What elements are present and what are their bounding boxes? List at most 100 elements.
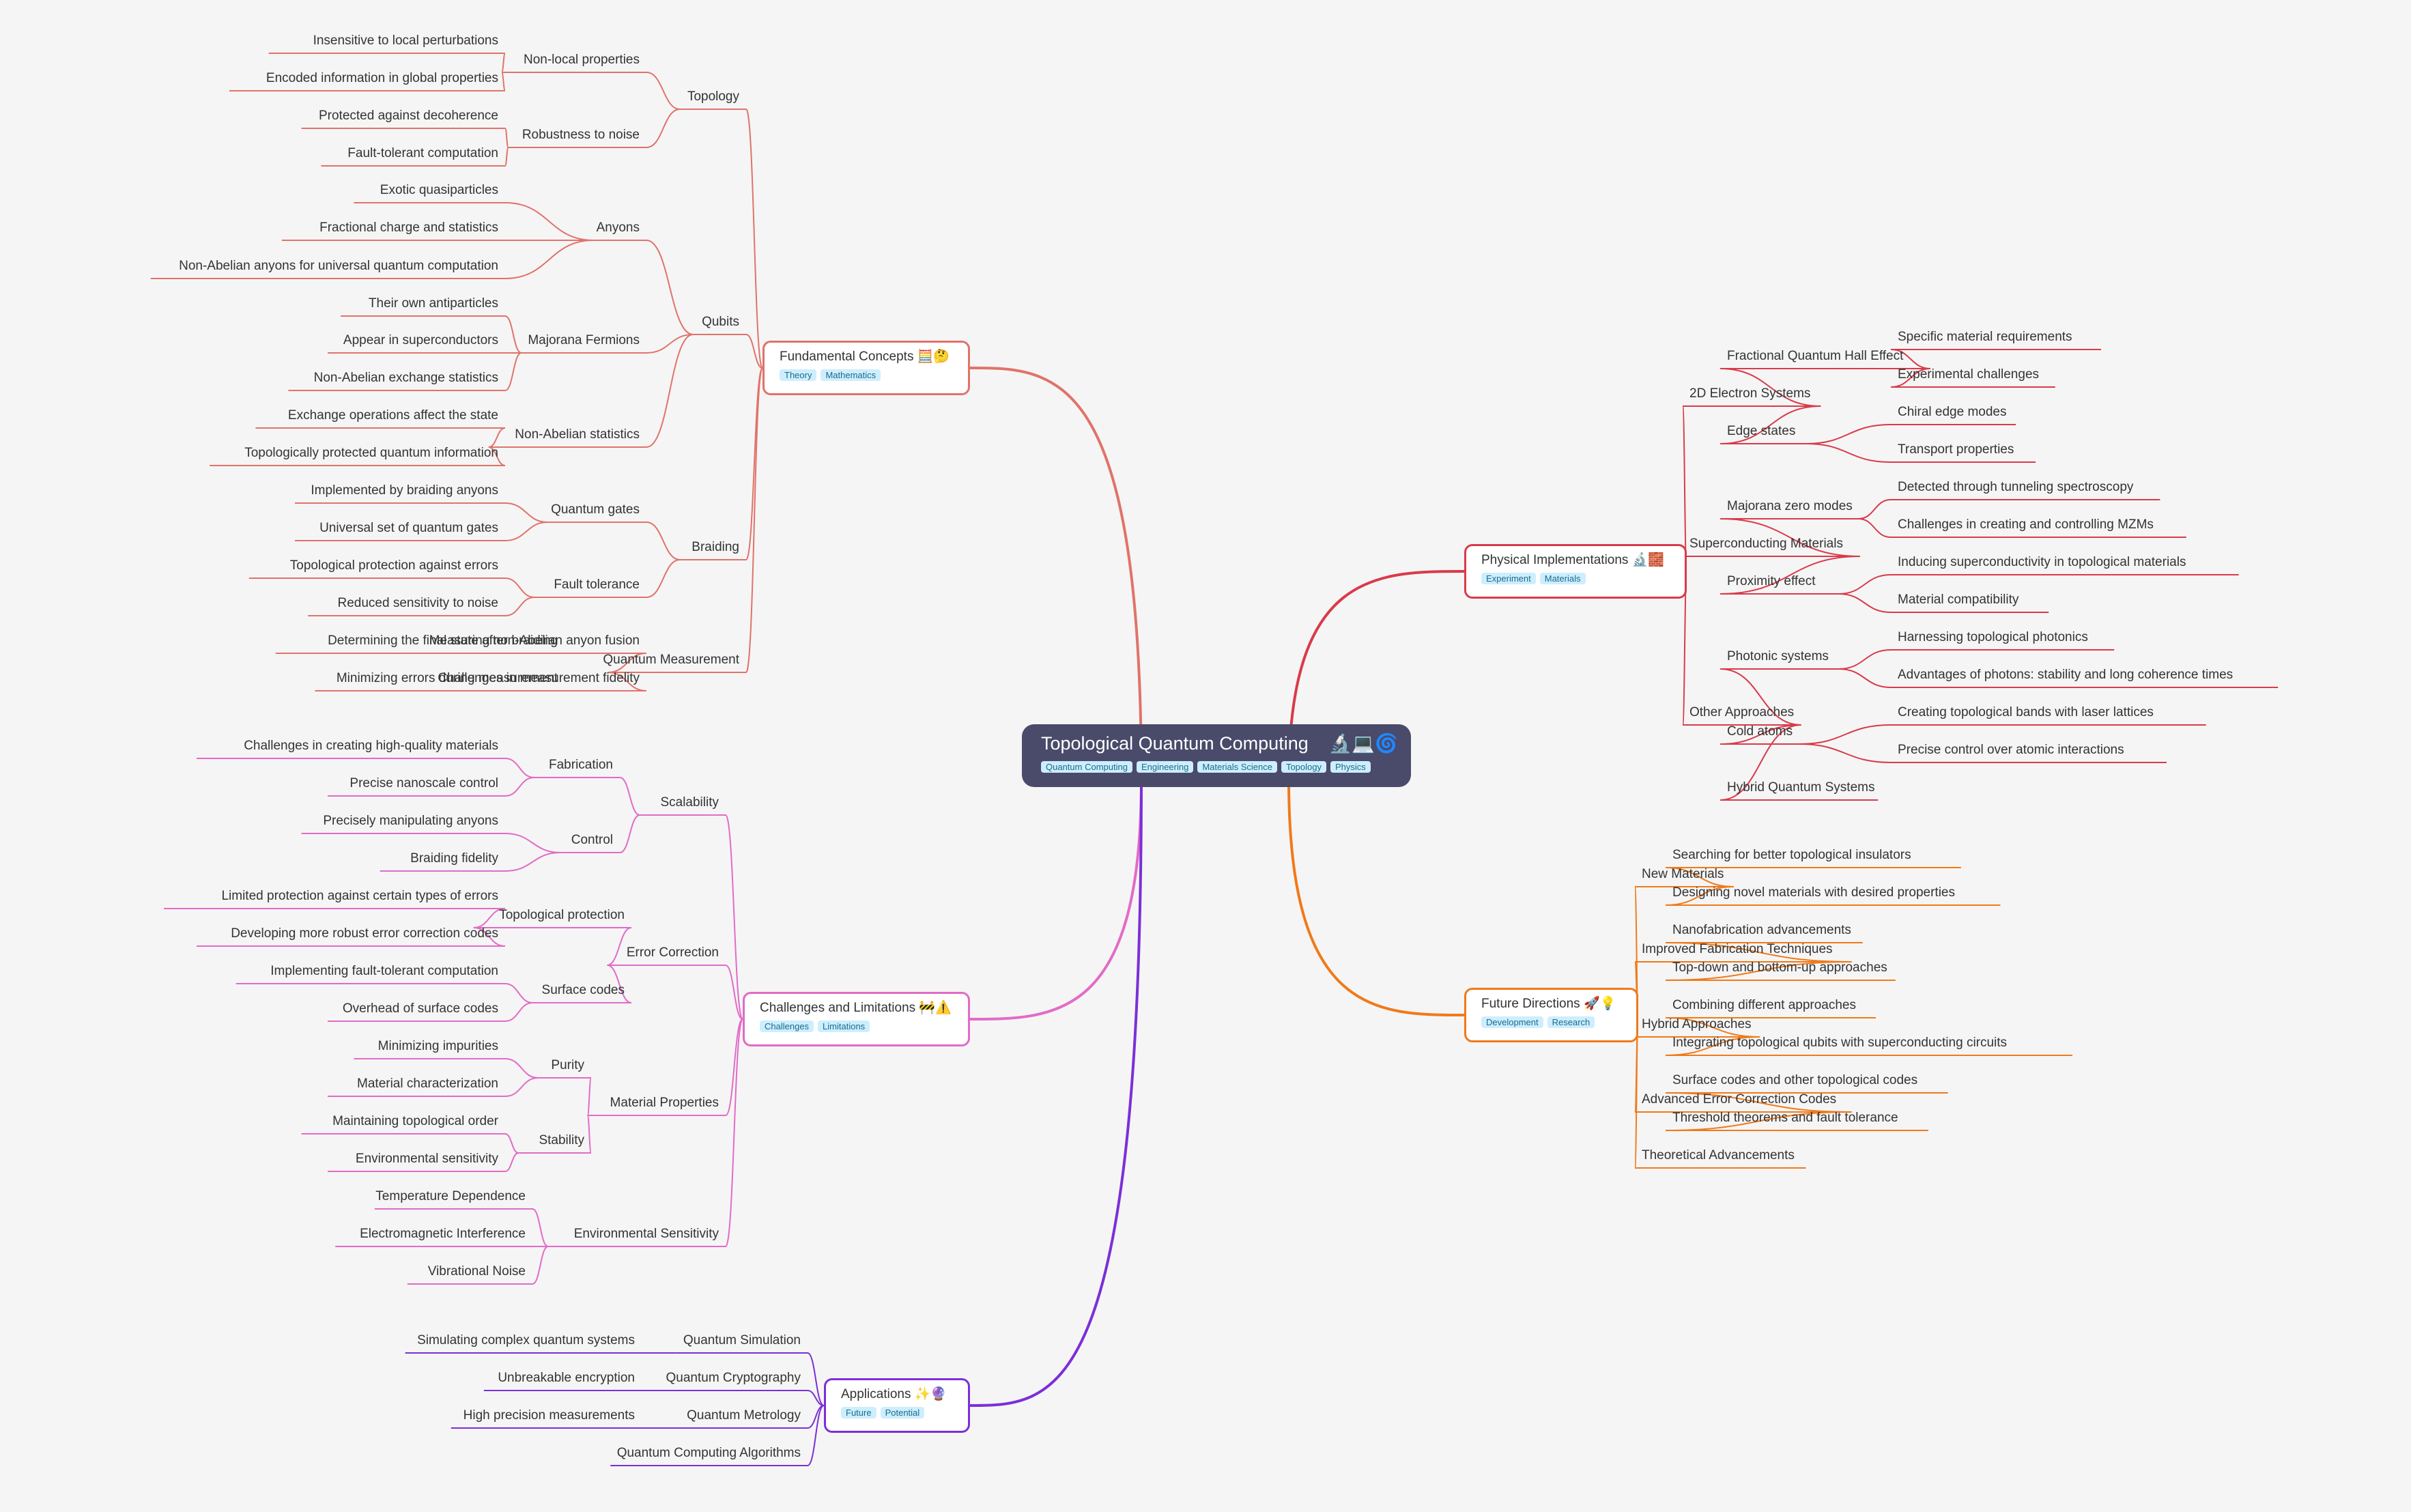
mindmap-node[interactable]: Simulating complex quantum systems [417,1333,635,1347]
mindmap-node[interactable]: Nanofabrication advancements [1672,923,1851,937]
mindmap-node[interactable]: Stability [539,1133,584,1147]
mindmap-node[interactable]: Hybrid Approaches [1642,1017,1752,1031]
mindmap-node[interactable]: Challenges in creating high-quality mate… [244,739,498,753]
mindmap-node[interactable]: Photonic systems [1727,649,1829,664]
mindmap-node[interactable]: Their own antiparticles [368,296,498,311]
root-node[interactable]: Topological Quantum Computing 🔬💻🌀 Quantu… [1022,724,1411,787]
mindmap-node[interactable]: Experimental challenges [1898,367,2040,382]
mindmap-node[interactable]: Non-Abelian exchange statistics [313,371,498,385]
mindmap-node[interactable]: Topologically protected quantum informat… [244,446,498,460]
mindmap-node[interactable]: New Materials [1642,867,1724,881]
mindmap-node[interactable]: High precision measurements [463,1408,635,1423]
mindmap-node[interactable]: Robustness to noise [522,128,640,142]
mindmap-node[interactable]: Combining different approaches [1672,998,1856,1012]
mindmap-node[interactable]: Implementing fault-tolerant computation [270,964,498,978]
mindmap-node[interactable]: Advanced Error Correction Codes [1642,1092,1837,1107]
mindmap-node[interactable]: Quantum Cryptography [666,1371,801,1385]
mindmap-node[interactable]: Fractional charge and statistics [319,220,498,235]
branch-challenges[interactable]: Challenges and Limitations 🚧⚠️Challenges… [743,992,970,1046]
mindmap-node[interactable]: Proximity effect [1727,574,1816,588]
mindmap-node[interactable]: Challenges in measurement fidelity [438,671,640,685]
mindmap-node[interactable]: Limited protection against certain types… [221,889,498,903]
mindmap-node[interactable]: Creating topological bands with laser la… [1898,705,2154,719]
mindmap-node[interactable]: Minimizing impurities [377,1039,498,1053]
mindmap-node[interactable]: Quantum Computing Algorithms [616,1446,801,1460]
mindmap-node[interactable]: Non-local properties [523,53,640,67]
mindmap-node[interactable]: Harnessing topological photonics [1898,630,2088,644]
mindmap-node[interactable]: Anyons [596,220,640,235]
mindmap-node[interactable]: Implemented by braiding anyons [311,483,498,498]
mindmap-node[interactable]: Non-Abelian anyons for universal quantum… [179,259,498,273]
mindmap-node[interactable]: Majorana Fermions [528,333,640,347]
mindmap-node[interactable]: Non-Abelian statistics [515,427,640,442]
mindmap-node[interactable]: Integrating topological qubits with supe… [1672,1036,2008,1050]
mindmap-node[interactable]: Chiral edge modes [1898,405,2007,419]
mindmap-node[interactable]: Surface codes [541,983,625,997]
mindmap-node[interactable]: Surface codes and other topological code… [1672,1073,1918,1087]
mindmap-node[interactable]: Developing more robust error correction … [231,926,498,941]
mindmap-node[interactable]: Top-down and bottom-up approaches [1672,960,1887,975]
mindmap-node[interactable]: Advantages of photons: stability and lon… [1898,668,2234,682]
mindmap-node[interactable]: Quantum Simulation [683,1333,801,1347]
mindmap-node[interactable]: Vibrational Noise [427,1264,526,1279]
mindmap-node[interactable]: Quantum Measurement [603,653,739,667]
mindmap-node[interactable]: Precise control over atomic interactions [1898,743,2124,757]
mindmap-node[interactable]: Encoded information in global properties [266,71,498,85]
mindmap-node[interactable]: Material Properties [610,1096,719,1110]
mindmap-node[interactable]: Fractional Quantum Hall Effect [1727,349,1904,363]
mindmap-node[interactable]: Appear in superconductors [343,333,498,347]
mindmap-node[interactable]: Searching for better topological insulat… [1672,848,1911,862]
mindmap-node[interactable]: Threshold theorems and fault tolerance [1672,1111,1898,1125]
mindmap-node[interactable]: Fabrication [549,758,613,772]
mindmap-node[interactable]: Insensitive to local perturbations [313,33,498,48]
mindmap-node[interactable]: Majorana zero modes [1727,499,1853,513]
mindmap-node[interactable]: Determining the final state after braidi… [328,633,558,648]
mindmap-node[interactable]: Electromagnetic Interference [360,1227,526,1241]
mindmap-node[interactable]: Theoretical Advancements [1642,1148,1795,1162]
mindmap-node[interactable]: Specific material requirements [1898,330,2072,344]
mindmap-node[interactable]: Environmental sensitivity [355,1152,498,1166]
mindmap-node[interactable]: Other Approaches [1689,705,1795,719]
mindmap-node[interactable]: Scalability [660,795,719,810]
mindmap-node[interactable]: Temperature Dependence [375,1189,526,1203]
mindmap-node[interactable]: Unbreakable encryption [498,1371,635,1385]
mindmap-node[interactable]: Overhead of surface codes [342,1001,498,1016]
mindmap-node[interactable]: Braiding [691,540,739,554]
mindmap-node[interactable]: Purity [551,1058,584,1072]
mindmap-node[interactable]: Minimizing errors during measurement [336,671,558,685]
mindmap-node[interactable]: Error Correction [626,945,719,960]
mindmap-node[interactable]: Challenges in creating and controlling M… [1898,517,2154,532]
mindmap-node[interactable]: Designing novel materials with desired p… [1672,885,1955,900]
mindmap-node[interactable]: Reduced sensitivity to noise [337,596,498,610]
mindmap-node[interactable]: Exchange operations affect the state [287,408,498,423]
mindmap-node[interactable]: Fault tolerance [554,577,640,592]
mindmap-node[interactable]: Fault-tolerant computation [347,146,498,160]
mindmap-node[interactable]: Control [571,833,613,847]
mindmap-node[interactable]: Universal set of quantum gates [319,521,498,535]
mindmap-node[interactable]: Environmental Sensitivity [573,1227,719,1241]
mindmap-node[interactable]: Topological protection against errors [289,558,498,573]
mindmap-node[interactable]: Hybrid Quantum Systems [1727,780,1875,795]
mindmap-node[interactable]: Quantum gates [551,502,640,517]
mindmap-node[interactable]: Braiding fidelity [410,851,498,866]
mindmap-node[interactable]: Measuring non-Abelian anyon fusion [429,633,640,648]
mindmap-node[interactable]: Qubits [702,315,739,329]
mindmap-node[interactable]: Inducing superconductivity in topologica… [1898,555,2186,569]
mindmap-node[interactable]: Improved Fabrication Techniques [1642,942,1833,956]
mindmap-node[interactable]: Transport properties [1898,442,2014,457]
mindmap-node[interactable]: Precisely manipulating anyons [323,814,498,828]
mindmap-node[interactable]: Cold atoms [1727,724,1793,739]
mindmap-node[interactable]: Exotic quasiparticles [380,183,498,197]
mindmap-node[interactable]: Precise nanoscale control [349,776,498,790]
mindmap-node[interactable]: Topology [687,89,739,104]
mindmap-node[interactable]: Protected against decoherence [318,109,498,123]
mindmap-node[interactable]: Maintaining topological order [332,1114,498,1128]
mindmap-node[interactable]: Material compatibility [1898,593,2019,607]
mindmap-node[interactable]: Detected through tunneling spectroscopy [1898,480,2134,494]
mindmap-node[interactable]: 2D Electron Systems [1689,386,1811,401]
mindmap-node[interactable]: Superconducting Materials [1689,537,1843,551]
